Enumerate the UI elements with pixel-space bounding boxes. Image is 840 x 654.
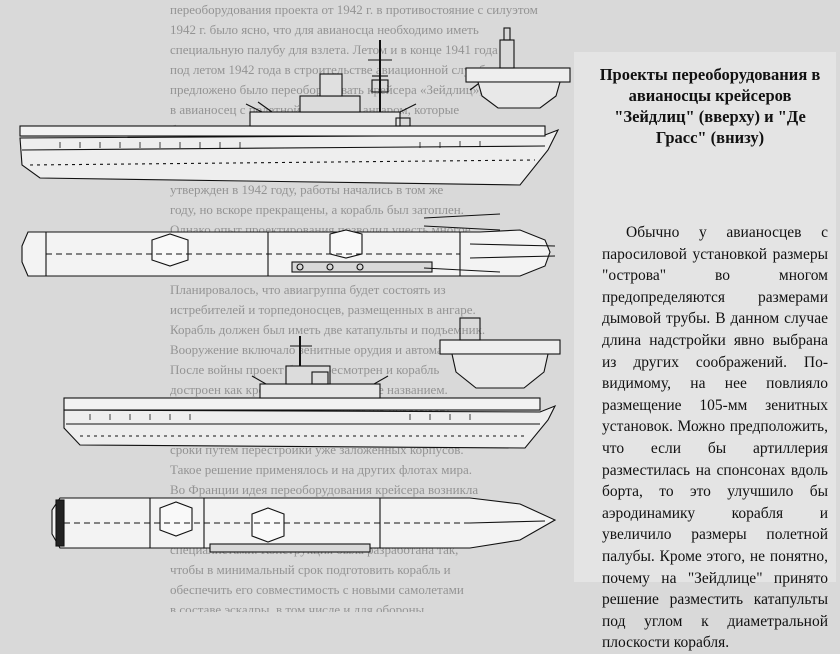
ship-drawings	[19, 27, 571, 553]
de-grasse-cross-section	[439, 317, 561, 389]
seydlitz-side-profile	[19, 40, 560, 186]
caption-title: Проекты переоборудования в авианосцы кре…	[599, 65, 821, 147]
background-text-line: чтобы в минимальный срок подготовить кор…	[170, 562, 451, 577]
caption-panel	[574, 52, 836, 582]
seydlitz-cross-section	[465, 27, 571, 109]
background-text-line: специальную палубу для взлета. Летом и в…	[170, 42, 498, 57]
background-text-line: Такое решение применялось и на других фл…	[170, 462, 472, 477]
de-grasse-side-profile	[63, 336, 557, 449]
background-text-line: году, но вскоре прекращены, а корабль бы…	[170, 202, 464, 217]
background-text-line: Корабль должен был иметь две катапульты …	[170, 322, 486, 337]
de-grasse-plan-view	[51, 497, 557, 553]
background-text-line: в составе эскадры, в том числе и для обо…	[170, 602, 428, 612]
background-text-line: истребителей и торпедоносцев, размещенны…	[170, 302, 476, 317]
background-text-line: Планировалось, что авиагруппа будет сост…	[170, 282, 446, 297]
background-text-line: Во Франции идея переоборудования крейсер…	[170, 482, 479, 497]
background-text-line: обеспечить его совместимость с новыми са…	[170, 582, 464, 597]
background-text-line: под летом 1942 года в строительстве авиа…	[170, 62, 495, 77]
background-text-line: переоборудования проекта от 1942 г. в пр…	[170, 2, 538, 17]
background-text-line: Вооружение включало зенитные орудия и ав…	[170, 342, 460, 357]
catapult-sketch	[423, 213, 501, 273]
seydlitz-plan-view	[21, 229, 556, 277]
background-text-line: утвержден в 1942 году, работы начались в…	[170, 182, 444, 197]
page: переоборудования проекта от 1942 г. в пр…	[19, 2, 836, 651]
background-text-line: 1942 г. было ясно, что для авианосца нео…	[170, 22, 479, 37]
caption-body: Обычно у авианосцев с паросиловой устано…	[602, 224, 828, 652]
